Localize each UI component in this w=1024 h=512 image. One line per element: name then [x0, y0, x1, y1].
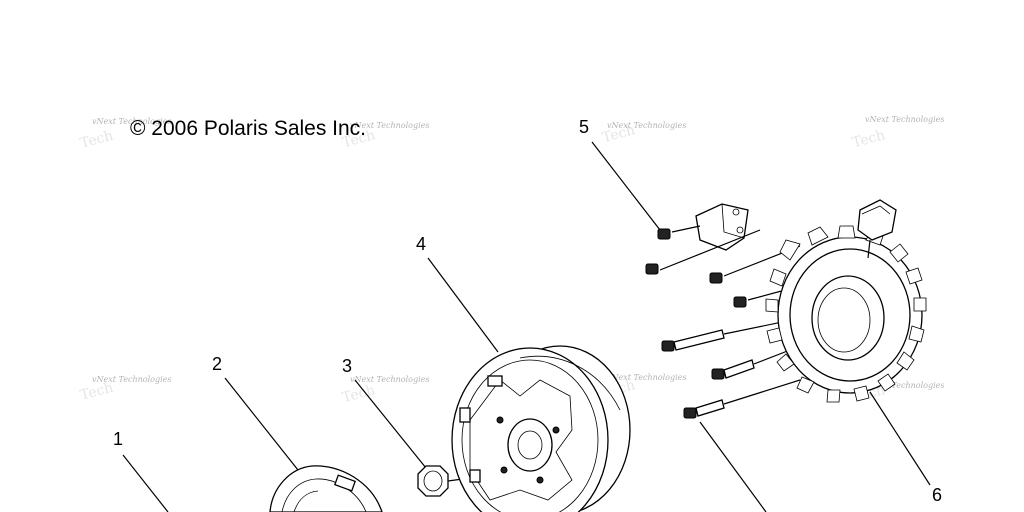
svg-text:Tech: Tech: [851, 127, 887, 151]
part-2-rotor: [269, 465, 383, 512]
part-6-stator: [765, 199, 927, 403]
callout-6: 6: [932, 485, 942, 505]
part-5-sensor: [645, 203, 761, 275]
svg-text:vNext Technologies: vNext Technologies: [607, 121, 686, 130]
svg-text:vNext Technologies: vNext Technologies: [607, 373, 686, 382]
svg-text:vNext Technologies: vNext Technologies: [350, 375, 429, 384]
watermark-4: Tech vNext Technologies: [851, 115, 945, 151]
leader-lines: [122, 141, 931, 512]
svg-text:vNext Technologies: vNext Technologies: [92, 117, 171, 126]
watermark-5: Tech vNext Technologies: [79, 375, 172, 404]
part-4-flywheel: [451, 345, 631, 512]
callout-2: 2: [212, 354, 222, 374]
watermark-6: Tech vNext Technologies: [341, 375, 430, 406]
svg-text:vNext Technologies: vNext Technologies: [865, 115, 944, 124]
screws: [661, 245, 861, 419]
callout-4: 4: [416, 234, 426, 254]
copyright-text: © 2006 Polaris Sales Inc.: [130, 117, 366, 140]
svg-text:vNext Technologies: vNext Technologies: [92, 375, 171, 384]
svg-text:Tech: Tech: [79, 128, 115, 152]
svg-text:vNext Technologies: vNext Technologies: [350, 121, 429, 130]
callout-5: 5: [579, 117, 589, 137]
callout-1: 1: [113, 429, 123, 449]
callout-3: 3: [342, 356, 352, 376]
svg-text:Tech: Tech: [341, 382, 377, 406]
svg-text:vNext Technologies: vNext Technologies: [865, 381, 944, 390]
watermark-3: Tech vNext Technologies: [601, 121, 687, 146]
